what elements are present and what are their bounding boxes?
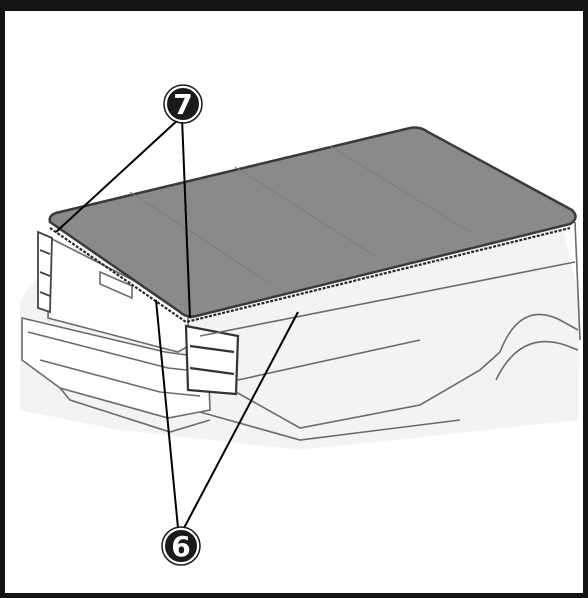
rear-bumper [21, 316, 211, 433]
callout-7-marker: 7 [163, 84, 203, 124]
cover-fold-lines [129, 145, 471, 283]
cover-edge-rail [49, 226, 571, 324]
callout-7-label: 7 [173, 88, 192, 121]
callout-6-leaders [155, 299, 299, 529]
callout-7-leaders [55, 117, 191, 319]
tailgate-handle [99, 270, 133, 300]
callout-6-label: 6 [171, 530, 190, 563]
callout-6-marker: 6 [161, 526, 201, 566]
tail-light-left [37, 230, 53, 314]
tail-light-right [184, 324, 240, 396]
